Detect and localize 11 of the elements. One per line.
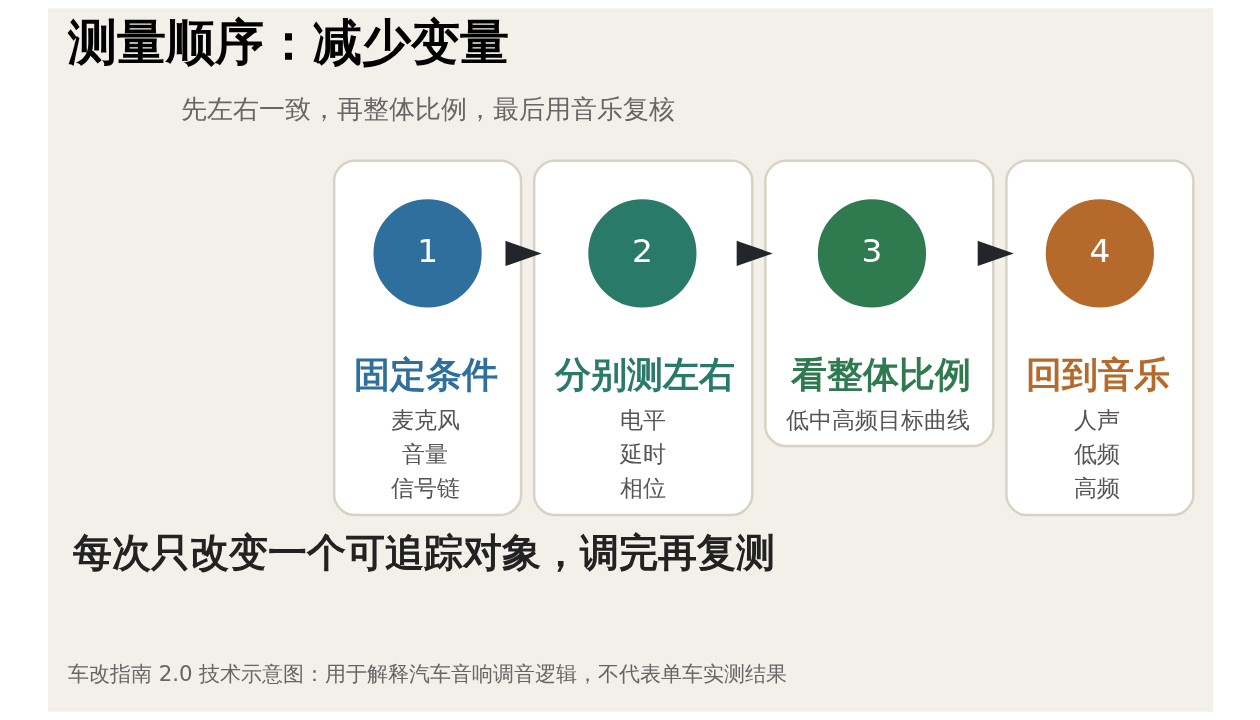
node-circle: 3: [817, 199, 926, 308]
diagram-title: 测量顺序：减少变量: [67, 13, 509, 72]
arrow: [504, 240, 542, 267]
label: 每次只改变一个可追踪对象，调完再复测: [72, 529, 775, 576]
node-circle: 1: [373, 199, 482, 308]
label: 车改指南 2.0 技术示意图：用于解释汽车音响调音逻辑，不代表单车实测结果: [67, 661, 787, 687]
arrow: [977, 240, 1014, 267]
label: 先左右一致，再整体比例，最后用音乐复核: [180, 93, 675, 124]
node-circle: 4: [1045, 199, 1154, 308]
arrow: [736, 240, 773, 267]
node-circle: 2: [587, 199, 696, 308]
